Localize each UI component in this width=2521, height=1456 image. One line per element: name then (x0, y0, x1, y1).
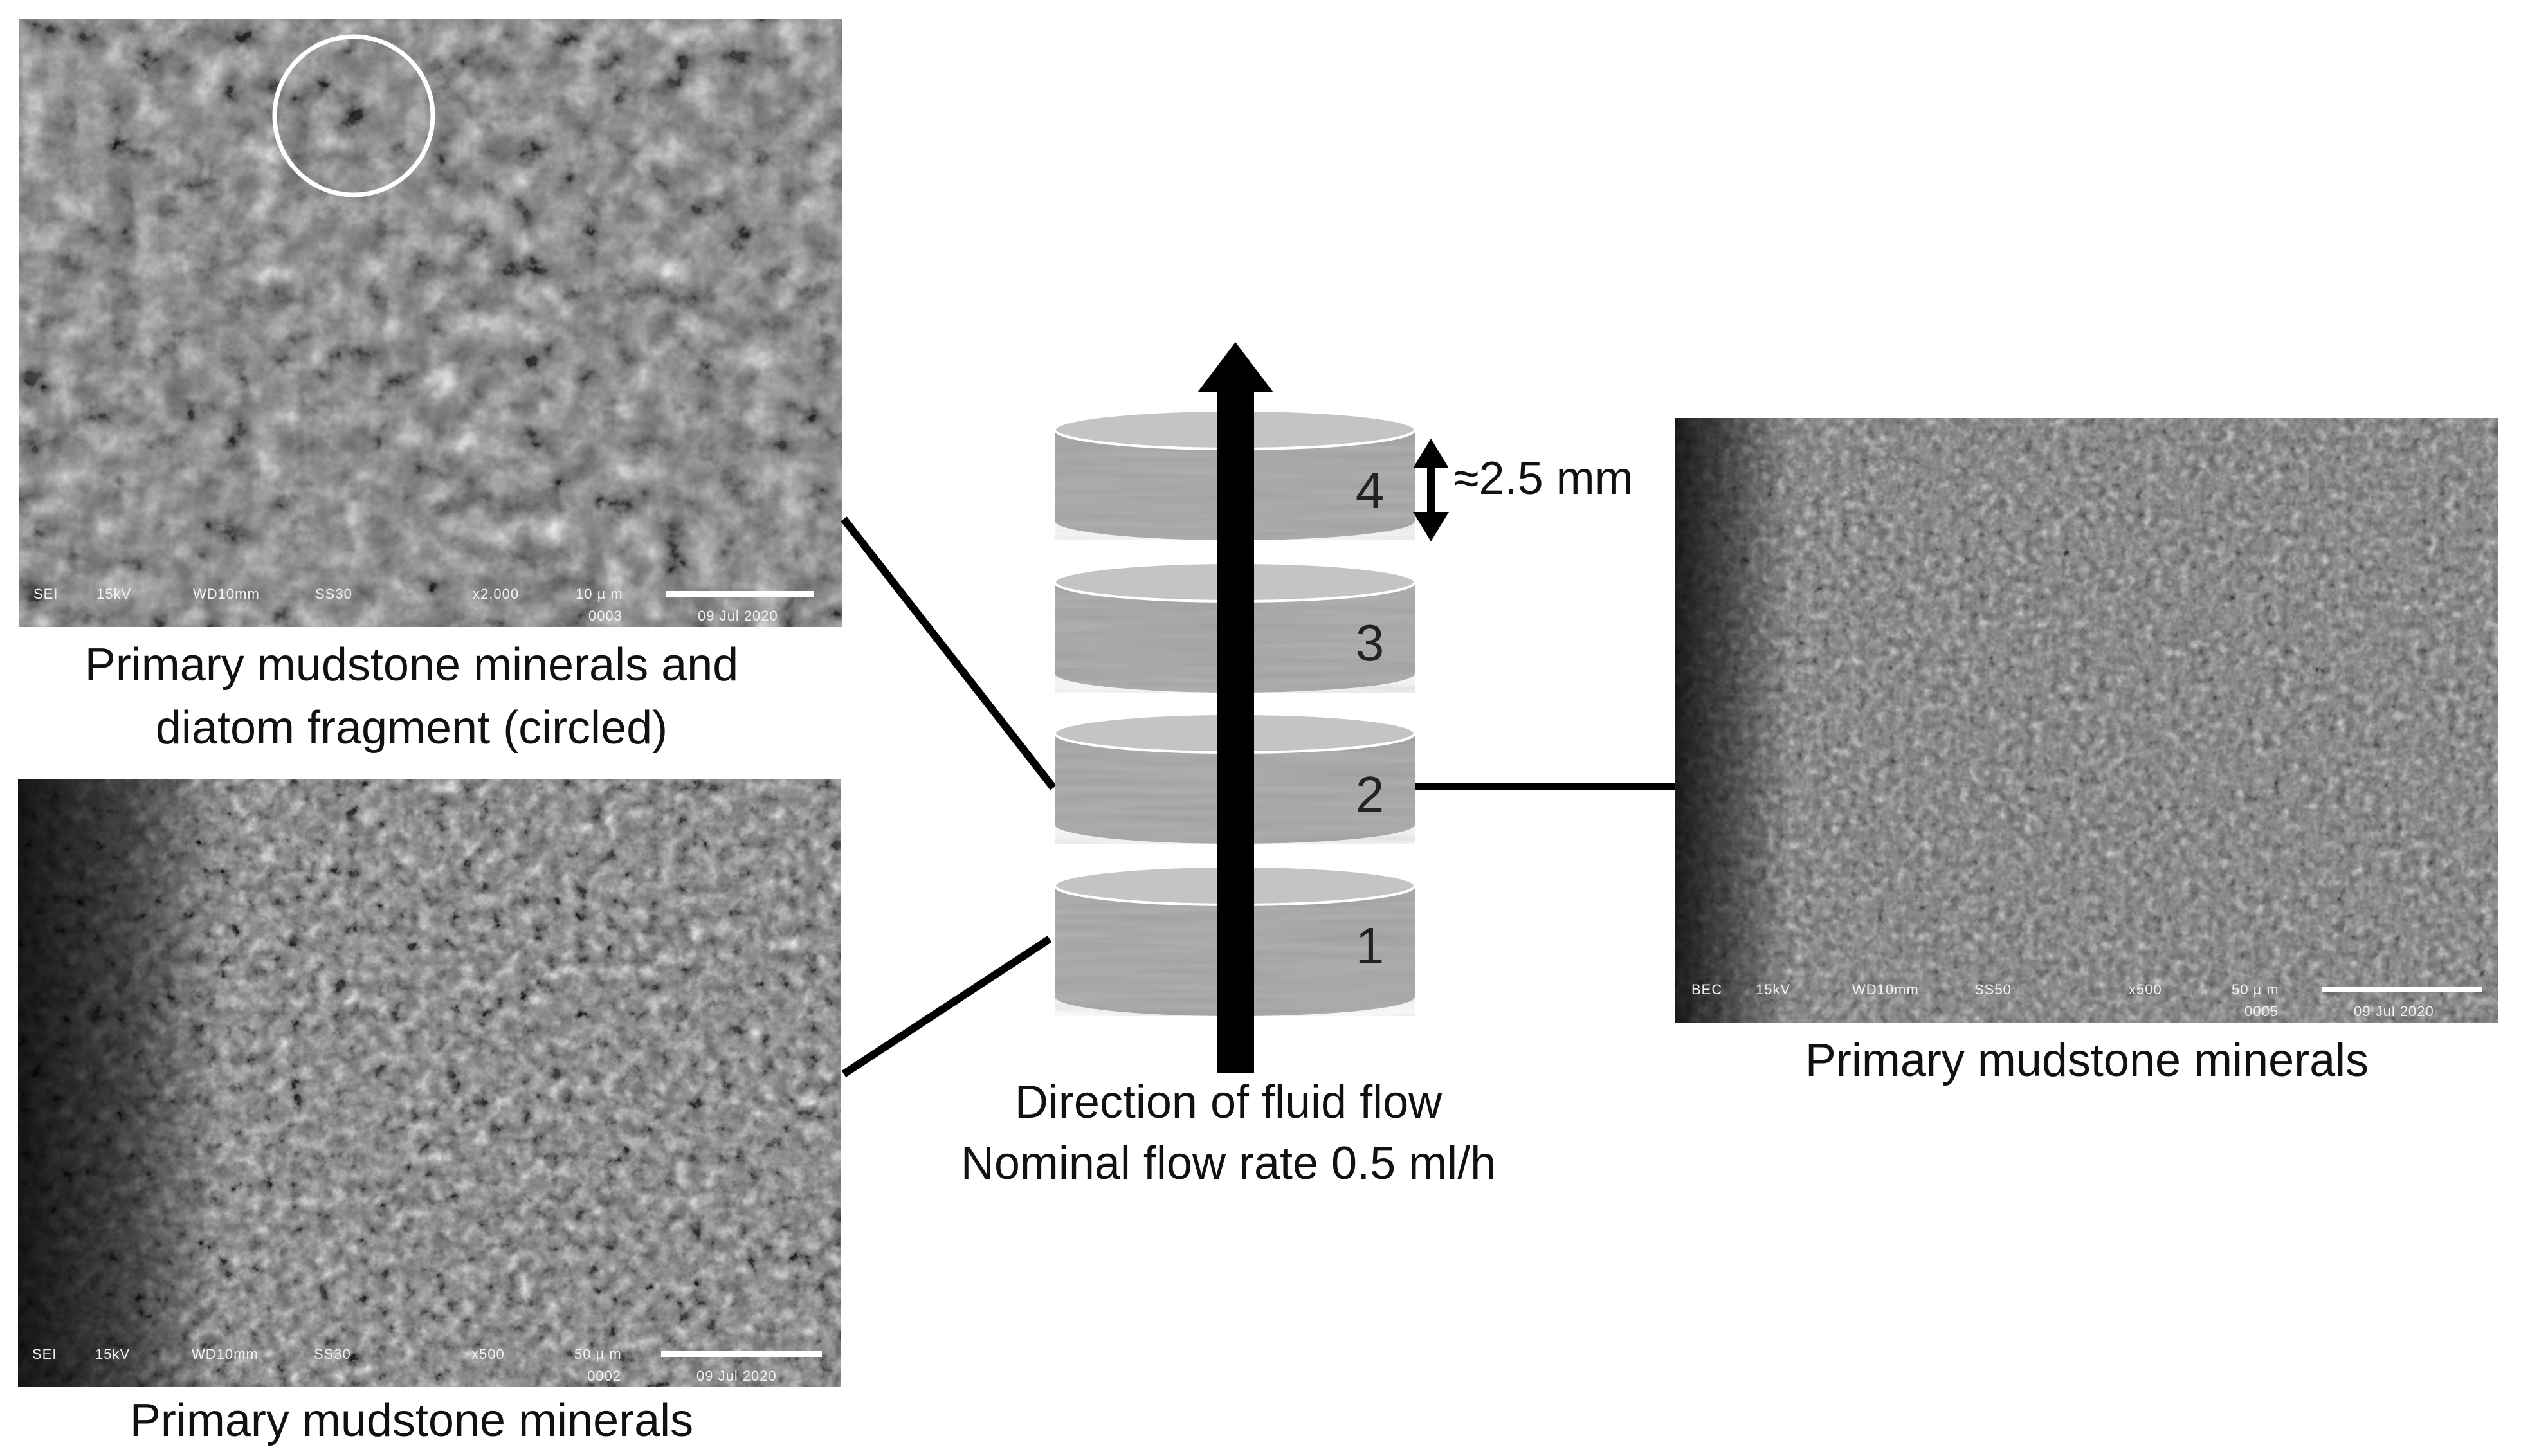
sem-texture (1675, 418, 2498, 1023)
sem-voltage: 15kV (96, 586, 132, 602)
sem-number: 0005 (2244, 1003, 2279, 1019)
sem-number: 0002 (587, 1368, 621, 1384)
sem-wd: WD10mm (192, 1346, 259, 1362)
sem-scale-bar (661, 1351, 822, 1357)
sample-disk-4 (1053, 409, 1416, 540)
sem-image-diatom: SEI 15kV WD10mm SS30 x2,000 10 µ m 0003 … (19, 19, 842, 627)
sem-scale-text: 10 µ m (576, 586, 623, 602)
caption-line: diatom fragment (circled) (155, 702, 668, 754)
circle-highlight (272, 34, 435, 197)
sem-info-bar: SEI 15kV WD10mm SS30 x2,000 10 µ m 0003 … (19, 576, 842, 627)
sem-spot: SS30 (314, 1346, 351, 1362)
sem-image-bottom-left: SEI 15kV WD10mm SS30 x500 50 µ m 0002 09… (18, 779, 841, 1387)
sem-texture (18, 779, 841, 1387)
disk-label-2: 2 (1356, 766, 1385, 823)
flow-direction-arrow (1197, 342, 1273, 1073)
flow-direction-label: Direction of fluid flow (1015, 1077, 1443, 1128)
sem-image-right: BEC 15kV WD10mm SS50 x500 50 µ m 0005 09… (1675, 418, 2498, 1023)
caption-line: Primary mudstone minerals (1805, 1035, 2369, 1086)
sem-date: 09 Jul 2020 (698, 608, 778, 624)
sample-disk-1 (1053, 865, 1416, 1016)
sem-magnification: x500 (471, 1346, 505, 1362)
sem-date: 09 Jul 2020 (696, 1368, 777, 1384)
caption-bottom-left: Primary mudstone minerals (19, 1389, 804, 1452)
sem-magnification: x500 (2129, 981, 2162, 997)
thickness-double-arrow (1413, 439, 1449, 541)
disk-label-3: 3 (1356, 614, 1385, 671)
sem-spot: SS50 (1974, 981, 2012, 997)
sem-wd: WD10mm (193, 586, 260, 602)
connector-line-bottom-left (841, 935, 1052, 1078)
sem-wd: WD10mm (1852, 981, 1919, 997)
sem-magnification: x2,000 (473, 586, 520, 602)
caption-right: Primary mudstone minerals (1675, 1029, 2498, 1092)
sem-scale-text: 50 µ m (2232, 981, 2279, 997)
sem-date: 09 Jul 2020 (2354, 1003, 2434, 1019)
sem-mode: BEC (1691, 981, 1723, 997)
connector-line-diatom (841, 516, 1057, 790)
caption-diatom: Primary mudstone minerals and diatom fra… (19, 633, 804, 760)
sem-voltage: 15kV (1756, 981, 1791, 997)
sample-disk-3 (1053, 561, 1416, 693)
sem-scale-bar (2322, 987, 2482, 992)
disk-label-4: 4 (1356, 462, 1385, 519)
sample-disk-2 (1053, 713, 1416, 844)
sem-scale-text: 50 µ m (574, 1346, 622, 1362)
disk-label-1: 1 (1356, 917, 1385, 974)
sem-mode: SEI (32, 1346, 57, 1362)
sem-scale-bar (666, 591, 814, 597)
sem-mode: SEI (33, 586, 59, 602)
sem-info-bar: BEC 15kV WD10mm SS50 x500 50 µ m 0005 09… (1675, 971, 2498, 1023)
flow-rate-label: Nominal flow rate 0.5 ml/h (961, 1138, 1496, 1189)
sem-number: 0003 (588, 608, 623, 624)
sem-voltage: 15kV (95, 1346, 131, 1362)
sem-info-bar: SEI 15kV WD10mm SS30 x500 50 µ m 0002 09… (18, 1336, 841, 1387)
sem-spot: SS30 (315, 586, 352, 602)
caption-line: Primary mudstone minerals and (84, 639, 739, 691)
caption-line: Primary mudstone minerals (129, 1395, 694, 1446)
thickness-label: ≈2.5 mm (1453, 453, 1634, 504)
